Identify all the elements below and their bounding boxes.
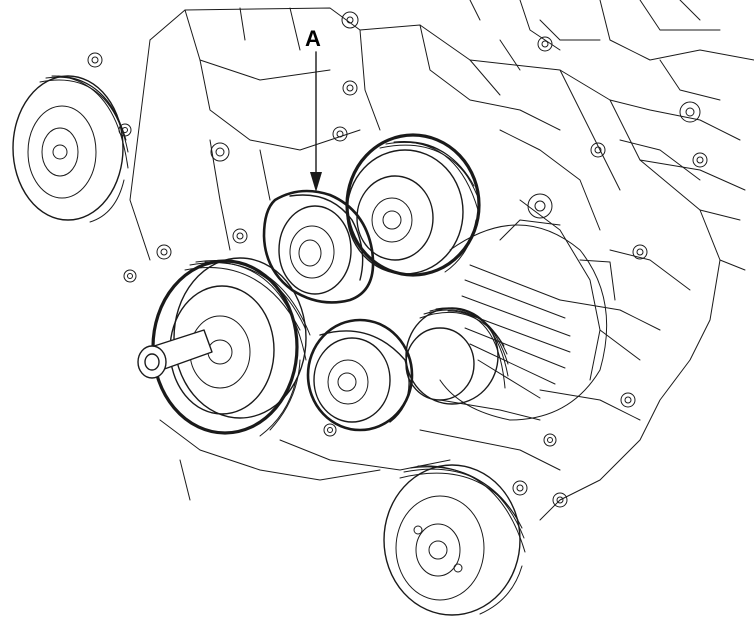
idler-pulley-a [262,189,375,304]
crank-bolt-tool [137,329,213,379]
belt-tensioner-pulley [345,133,481,277]
lower-idler-pulley [306,318,414,432]
callout-a: A [305,26,322,192]
engine-block [129,0,754,521]
alternator-body [439,219,616,421]
alternator-pulley [405,307,509,405]
water-pump-pulley [12,75,129,223]
callout-label: A [305,26,321,51]
ac-compressor-pulley [383,464,526,616]
bolts [87,11,708,508]
arrowhead-icon [310,172,322,192]
